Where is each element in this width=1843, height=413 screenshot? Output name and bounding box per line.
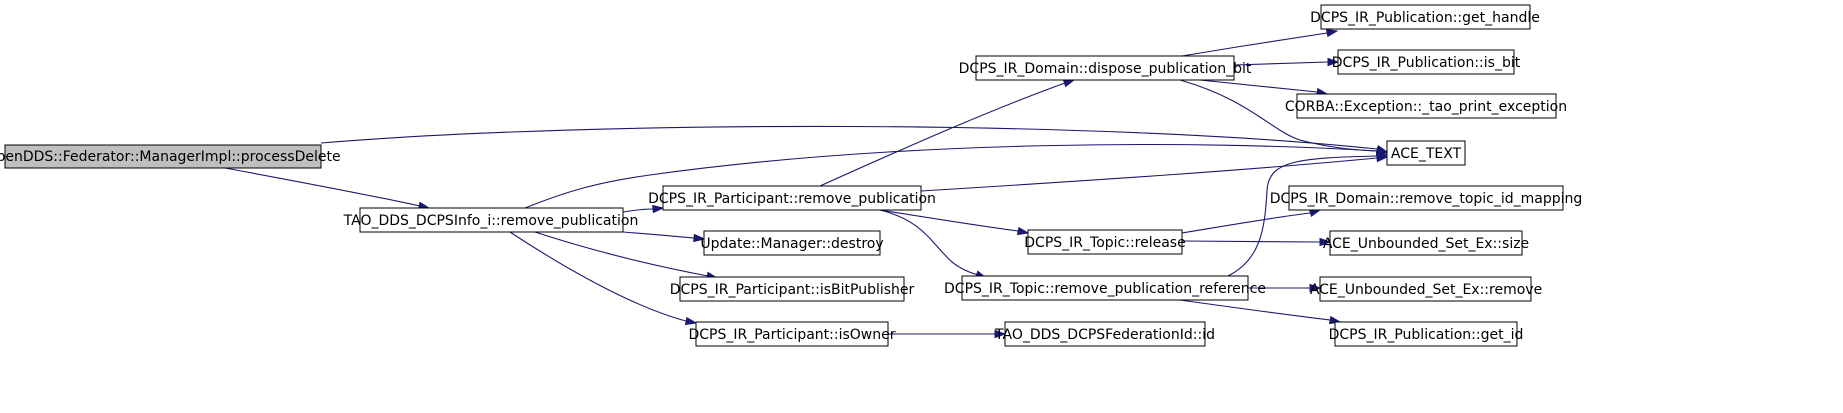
node-label: DCPS_IR_Participant::remove_publication — [648, 191, 936, 207]
node-label: ACE_Unbounded_Set_Ex::size — [1323, 236, 1529, 252]
edge-participant_remove-to-topic_release — [879, 209, 1030, 236]
edge-dispose_bit-to-print_exception — [1199, 79, 1329, 97]
node-label: TAO_DDS_DCPSInfo_i::remove_publication — [343, 213, 639, 229]
node-participant-is-bit-publisher[interactable]: DCPS_IR_Participant::isBitPublisher — [670, 276, 915, 302]
node-label: OpenDDS::Federator::ManagerImpl::process… — [0, 149, 341, 165]
node-domain-dispose-publication-bit[interactable]: DCPS_IR_Domain::dispose_publication_bit — [959, 55, 1252, 81]
node-update-manager-destroy[interactable]: Update::Manager::destroy — [700, 230, 884, 256]
edge-line — [622, 208, 654, 213]
edge-arrowhead — [1327, 57, 1340, 67]
edge-remove_pub_info-to-is_owner — [509, 231, 698, 326]
edge-line — [1179, 299, 1331, 321]
node-label: DCPS_IR_Publication::is_bit — [1332, 55, 1521, 71]
edge-topic_remove_ref-to-set_remove — [1248, 283, 1322, 293]
node-dcpsinfo-remove-publication[interactable]: TAO_DDS_DCPSInfo_i::remove_publication — [343, 207, 639, 233]
node-label: DCPS_IR_Topic::release — [1024, 235, 1185, 251]
edge-arrowhead — [1062, 79, 1076, 88]
edge-line — [224, 167, 421, 207]
node-label: ACE_Unbounded_Set_Ex::remove — [1310, 282, 1542, 298]
edge-topic_release-to-remove_topic_id — [1181, 208, 1322, 234]
edge-line — [1181, 212, 1311, 234]
edge-topic_remove_ref-to-get_id — [1179, 299, 1342, 325]
edge-line — [1233, 61, 1329, 66]
edge-participant_remove-to-dispose_bit — [819, 79, 1076, 187]
edge-arrowhead — [1309, 283, 1322, 293]
edge-line — [879, 209, 979, 276]
edge-arrowhead — [1325, 28, 1339, 38]
node-ace-text[interactable]: ACE_TEXT — [1386, 140, 1466, 166]
edge-remove_pub_info-to-participant_remove — [622, 204, 665, 214]
edge-topic_remove_ref-to-ace_text — [1227, 151, 1389, 277]
edge-line — [1181, 240, 1321, 243]
edge-root-to-ace_text — [320, 125, 1389, 154]
edge-line — [622, 231, 695, 239]
edge-arrowhead — [1016, 226, 1030, 236]
node-label: Update::Manager::destroy — [700, 236, 883, 252]
node-label: DCPS_IR_Participant::isOwner — [688, 327, 895, 343]
edge-line — [879, 209, 1019, 232]
edge-topic_release-to-set_size — [1181, 237, 1332, 247]
node-label: DCPS_IR_Domain::remove_topic_id_mapping — [1270, 191, 1583, 207]
edge-arrowhead — [1376, 151, 1389, 161]
edge-root-to-remove_pub_info — [224, 167, 431, 210]
edge-line — [1227, 155, 1378, 277]
node-publication-get-handle[interactable]: DCPS_IR_Publication::get_handle — [1310, 4, 1540, 30]
edge-arrowhead — [994, 329, 1007, 339]
node-unbounded-set-remove[interactable]: ACE_Unbounded_Set_Ex::remove — [1310, 276, 1542, 302]
node-corba-print-exception[interactable]: CORBA::Exception::_tao_print_exception — [1285, 93, 1567, 119]
edge-dispose_bit-to-is_bit — [1233, 57, 1340, 67]
node-label: CORBA::Exception::_tao_print_exception — [1285, 99, 1567, 115]
node-topic-remove-publication-reference[interactable]: DCPS_IR_Topic::remove_publication_refere… — [944, 275, 1266, 301]
node-participant-remove-publication[interactable]: DCPS_IR_Participant::remove_publication — [648, 185, 936, 211]
edge-line — [1181, 32, 1328, 57]
edge-participant_remove-to-topic_remove_ref — [879, 209, 988, 279]
edge-line — [1179, 79, 1378, 152]
node-publication-is-bit[interactable]: DCPS_IR_Publication::is_bit — [1332, 49, 1521, 75]
node-label: DCPS_IR_Domain::dispose_publication_bit — [959, 61, 1252, 77]
edge-is_owner-to-federation_id — [888, 329, 1007, 339]
node-domain-remove-topic-id-mapping[interactable]: DCPS_IR_Domain::remove_topic_id_mapping — [1270, 185, 1583, 211]
edge-line — [320, 125, 1378, 150]
node-unbounded-set-size[interactable]: ACE_Unbounded_Set_Ex::size — [1323, 230, 1529, 256]
edge-arrowhead — [1319, 237, 1332, 247]
node-label: DCPS_IR_Topic::remove_publication_refere… — [944, 281, 1266, 297]
node-participant-is-owner[interactable]: DCPS_IR_Participant::isOwner — [688, 321, 896, 347]
node-label: DCPS_IR_Publication::get_handle — [1310, 10, 1540, 26]
edge-arrowhead — [652, 204, 665, 214]
node-topic-release[interactable]: DCPS_IR_Topic::release — [1024, 229, 1186, 255]
edge-line — [534, 231, 709, 277]
edge-arrowhead — [693, 233, 706, 243]
node-label: TAO_DDS_DCPSFederationId::id — [994, 327, 1215, 343]
node-publication-get-id[interactable]: DCPS_IR_Publication::get_id — [1329, 321, 1524, 347]
node-label: DCPS_IR_Publication::get_id — [1329, 327, 1524, 343]
node-label: ACE_TEXT — [1391, 146, 1462, 162]
edge-line — [819, 82, 1066, 187]
edge-line — [920, 157, 1378, 192]
edge-arrowhead — [684, 316, 698, 326]
node-label: DCPS_IR_Participant::isBitPublisher — [670, 282, 915, 298]
edge-line — [524, 143, 1378, 209]
edge-dispose_bit-to-get_handle — [1181, 28, 1339, 57]
edge-arrowhead — [1308, 208, 1322, 218]
node-process-delete[interactable]: OpenDDS::Federator::ManagerImpl::process… — [0, 144, 341, 169]
node-federation-id[interactable]: TAO_DDS_DCPSFederationId::id — [994, 321, 1215, 347]
edge-remove_pub_info-to-is_bit_publisher — [534, 231, 719, 280]
edge-remove_pub_info-to-update_destroy — [622, 231, 706, 243]
edge-line — [1199, 79, 1318, 93]
edge-line — [509, 231, 687, 322]
